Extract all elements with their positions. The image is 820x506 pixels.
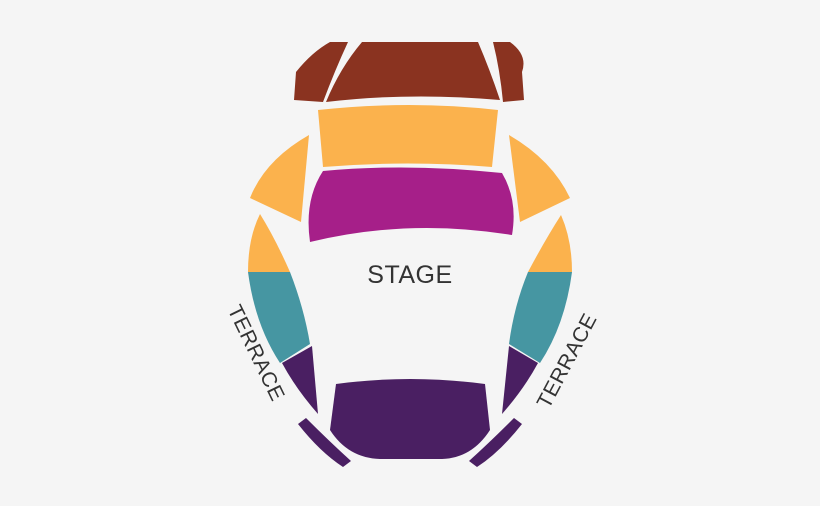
side-tier-left-block[interactable] <box>248 272 310 363</box>
dress-circle-right-upper[interactable] <box>509 135 570 222</box>
upper-circle-section[interactable] <box>294 42 524 102</box>
rear-stalls-center-block[interactable] <box>330 379 490 459</box>
dress-circle-right-lower[interactable] <box>528 215 572 272</box>
dress-circle-center-block[interactable] <box>318 105 498 167</box>
rear-stalls-left-strip[interactable] <box>298 418 351 467</box>
stalls-center-block[interactable] <box>308 167 514 242</box>
upper-circle-center-block[interactable] <box>326 42 500 102</box>
stage-label: STAGE <box>367 261 452 289</box>
rear-stalls-right-block[interactable] <box>502 346 538 414</box>
upper-circle-left-wing[interactable] <box>294 42 348 102</box>
side-tier-right-block[interactable] <box>509 272 572 363</box>
rear-stalls-left-block[interactable] <box>282 346 318 414</box>
dress-circle-left-lower[interactable] <box>248 214 290 272</box>
dress-circle-left-upper[interactable] <box>250 135 309 222</box>
upper-circle-right-wing[interactable] <box>493 42 524 102</box>
rear-stalls-right-strip[interactable] <box>469 418 522 467</box>
